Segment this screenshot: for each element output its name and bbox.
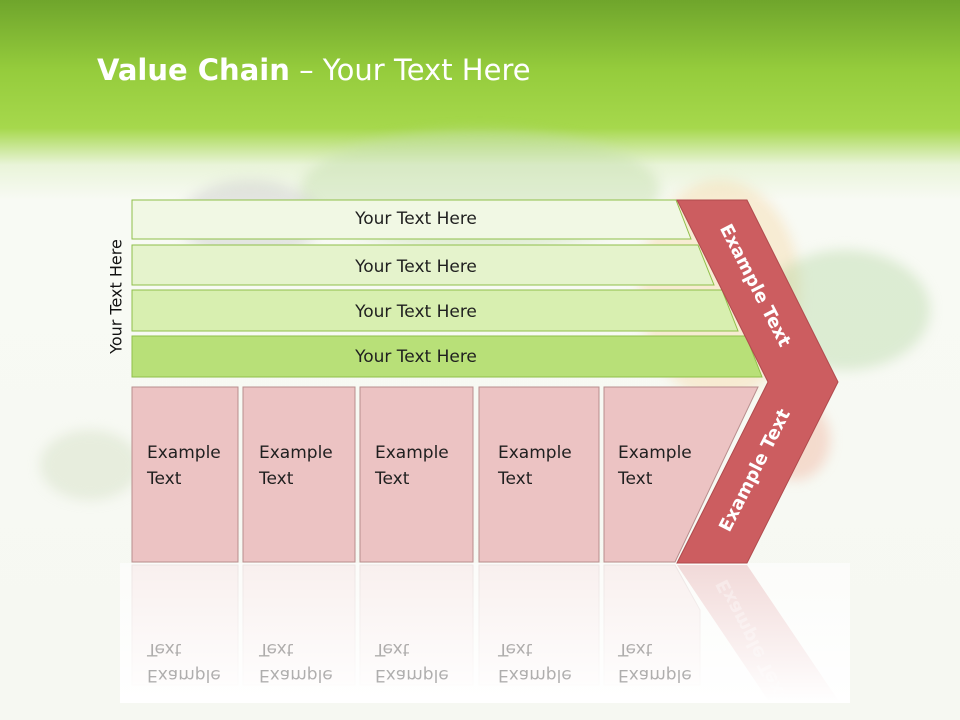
band-3 [131, 289, 739, 332]
page-title: Value Chain – Your Text Here [97, 53, 531, 87]
box-4-reflection-line2: Text [498, 639, 533, 659]
box-3-reflection-line1: Example [375, 665, 449, 685]
box-5-reflection-label: Example Text [618, 636, 692, 688]
box-4-reflection-line1: Example [498, 665, 572, 685]
reflection-group [120, 563, 850, 703]
box-5 [603, 386, 759, 563]
title-bold: Value Chain [97, 53, 290, 87]
box-2-reflection-label: Example Text [259, 636, 333, 688]
band-2 [131, 244, 715, 286]
box-3-reflection-label: Example Text [375, 636, 449, 688]
box-5-reflection-line2: Text [618, 639, 653, 659]
box-1 [131, 386, 239, 563]
box-2-line1: Example [259, 443, 333, 463]
box-2 [242, 386, 356, 563]
band-1-label: Your Text Here [355, 209, 477, 229]
box-4-line2: Text [498, 469, 533, 489]
band-4 [131, 335, 763, 378]
box-5-line1: Example [618, 443, 692, 463]
box-2-reflection-line1: Example [259, 665, 333, 685]
box-3-line2: Text [375, 469, 410, 489]
title-rest: – Your Text Here [289, 53, 531, 87]
background-vegetable [40, 430, 140, 500]
box-4-reflection-label: Example Text [498, 636, 572, 688]
band-2-label: Your Text Here [355, 257, 477, 277]
box-4 [478, 386, 600, 563]
box-3-reflection-line2: Text [375, 639, 410, 659]
box-1-reflection-line2: Text [147, 639, 182, 659]
box-1-line2: Text [147, 469, 182, 489]
box-3-line1: Example [375, 443, 449, 463]
box-1-reflection-line1: Example [147, 665, 221, 685]
band-1 [131, 199, 692, 240]
box-2-line2: Text [259, 469, 294, 489]
box-5-line2: Text [618, 469, 653, 489]
box-1-reflection-label: Example Text [147, 636, 221, 688]
chevron [676, 199, 839, 564]
reflection-fade [120, 563, 850, 703]
box-3 [359, 386, 474, 563]
band-4-label: Your Text Here [355, 347, 477, 367]
box-1-line1: Example [147, 443, 221, 463]
band-3-label: Your Text Here [355, 302, 477, 322]
box-2-reflection-line2: Text [259, 639, 294, 659]
box-5-reflection-line1: Example [618, 665, 692, 685]
box-4-line1: Example [498, 443, 572, 463]
